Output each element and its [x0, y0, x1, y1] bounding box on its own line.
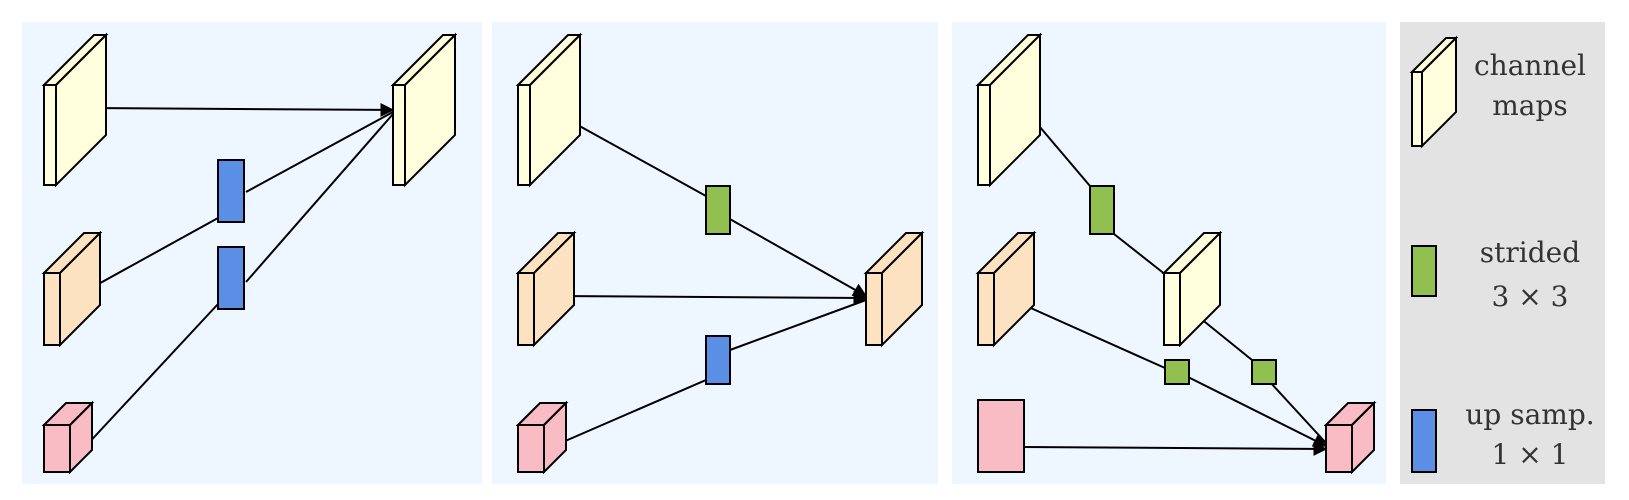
upsample-block — [705, 335, 731, 385]
upsample-block — [217, 159, 245, 223]
legend-upsample-line2: 1 × 1 — [1492, 438, 1569, 471]
legend-strided-line2: 3 × 3 — [1492, 280, 1569, 313]
channel-map-low — [41, 400, 95, 475]
upsample-block — [217, 246, 245, 310]
panel-2 — [515, 32, 925, 475]
channel-map-mid — [515, 230, 577, 348]
channel-map-output — [863, 230, 925, 348]
edge — [1185, 375, 1328, 447]
channel-map-high — [41, 32, 109, 188]
legend-upsample-swatch — [1411, 409, 1437, 473]
channel-map-mid — [41, 230, 103, 348]
edge — [727, 217, 868, 297]
strided-conv-block — [1251, 359, 1277, 385]
legend-strided-swatch — [1411, 245, 1437, 297]
edge — [81, 102, 395, 117]
panel-3 — [975, 32, 1377, 475]
legend-upsample-line1: up samp. — [1465, 398, 1594, 431]
edge — [1269, 381, 1327, 444]
edge — [1113, 233, 1167, 276]
edge — [1199, 317, 1253, 361]
channel-map-high — [975, 32, 1043, 188]
edge — [245, 113, 394, 283]
edge — [1021, 441, 1328, 456]
edge — [1023, 304, 1166, 369]
edge — [83, 303, 219, 449]
legend-channel-maps-line2: maps — [1492, 89, 1568, 122]
edge — [729, 299, 867, 351]
legend: channel maps strided 3 × 3 up samp. 1 × … — [1409, 35, 1595, 473]
channel-map-intermediate — [1161, 230, 1223, 348]
legend-channel-map-swatch — [1409, 35, 1459, 149]
strided-conv-block — [705, 185, 731, 235]
edge — [555, 379, 707, 446]
strided-conv-block — [1164, 359, 1190, 385]
legend-strided-line1: strided — [1480, 236, 1580, 269]
channel-map-output — [1323, 400, 1377, 475]
edge — [83, 217, 219, 293]
channel-map-output — [390, 32, 458, 188]
channel-map-mid — [975, 230, 1037, 348]
channel-map-low — [977, 399, 1025, 473]
legend-channel-maps-line1: channel — [1474, 49, 1586, 82]
channel-map-low — [515, 400, 569, 475]
panel-1 — [41, 32, 458, 475]
edge — [245, 111, 394, 193]
strided-conv-block — [1089, 185, 1115, 235]
edge — [554, 290, 868, 305]
channel-map-high — [515, 32, 583, 188]
